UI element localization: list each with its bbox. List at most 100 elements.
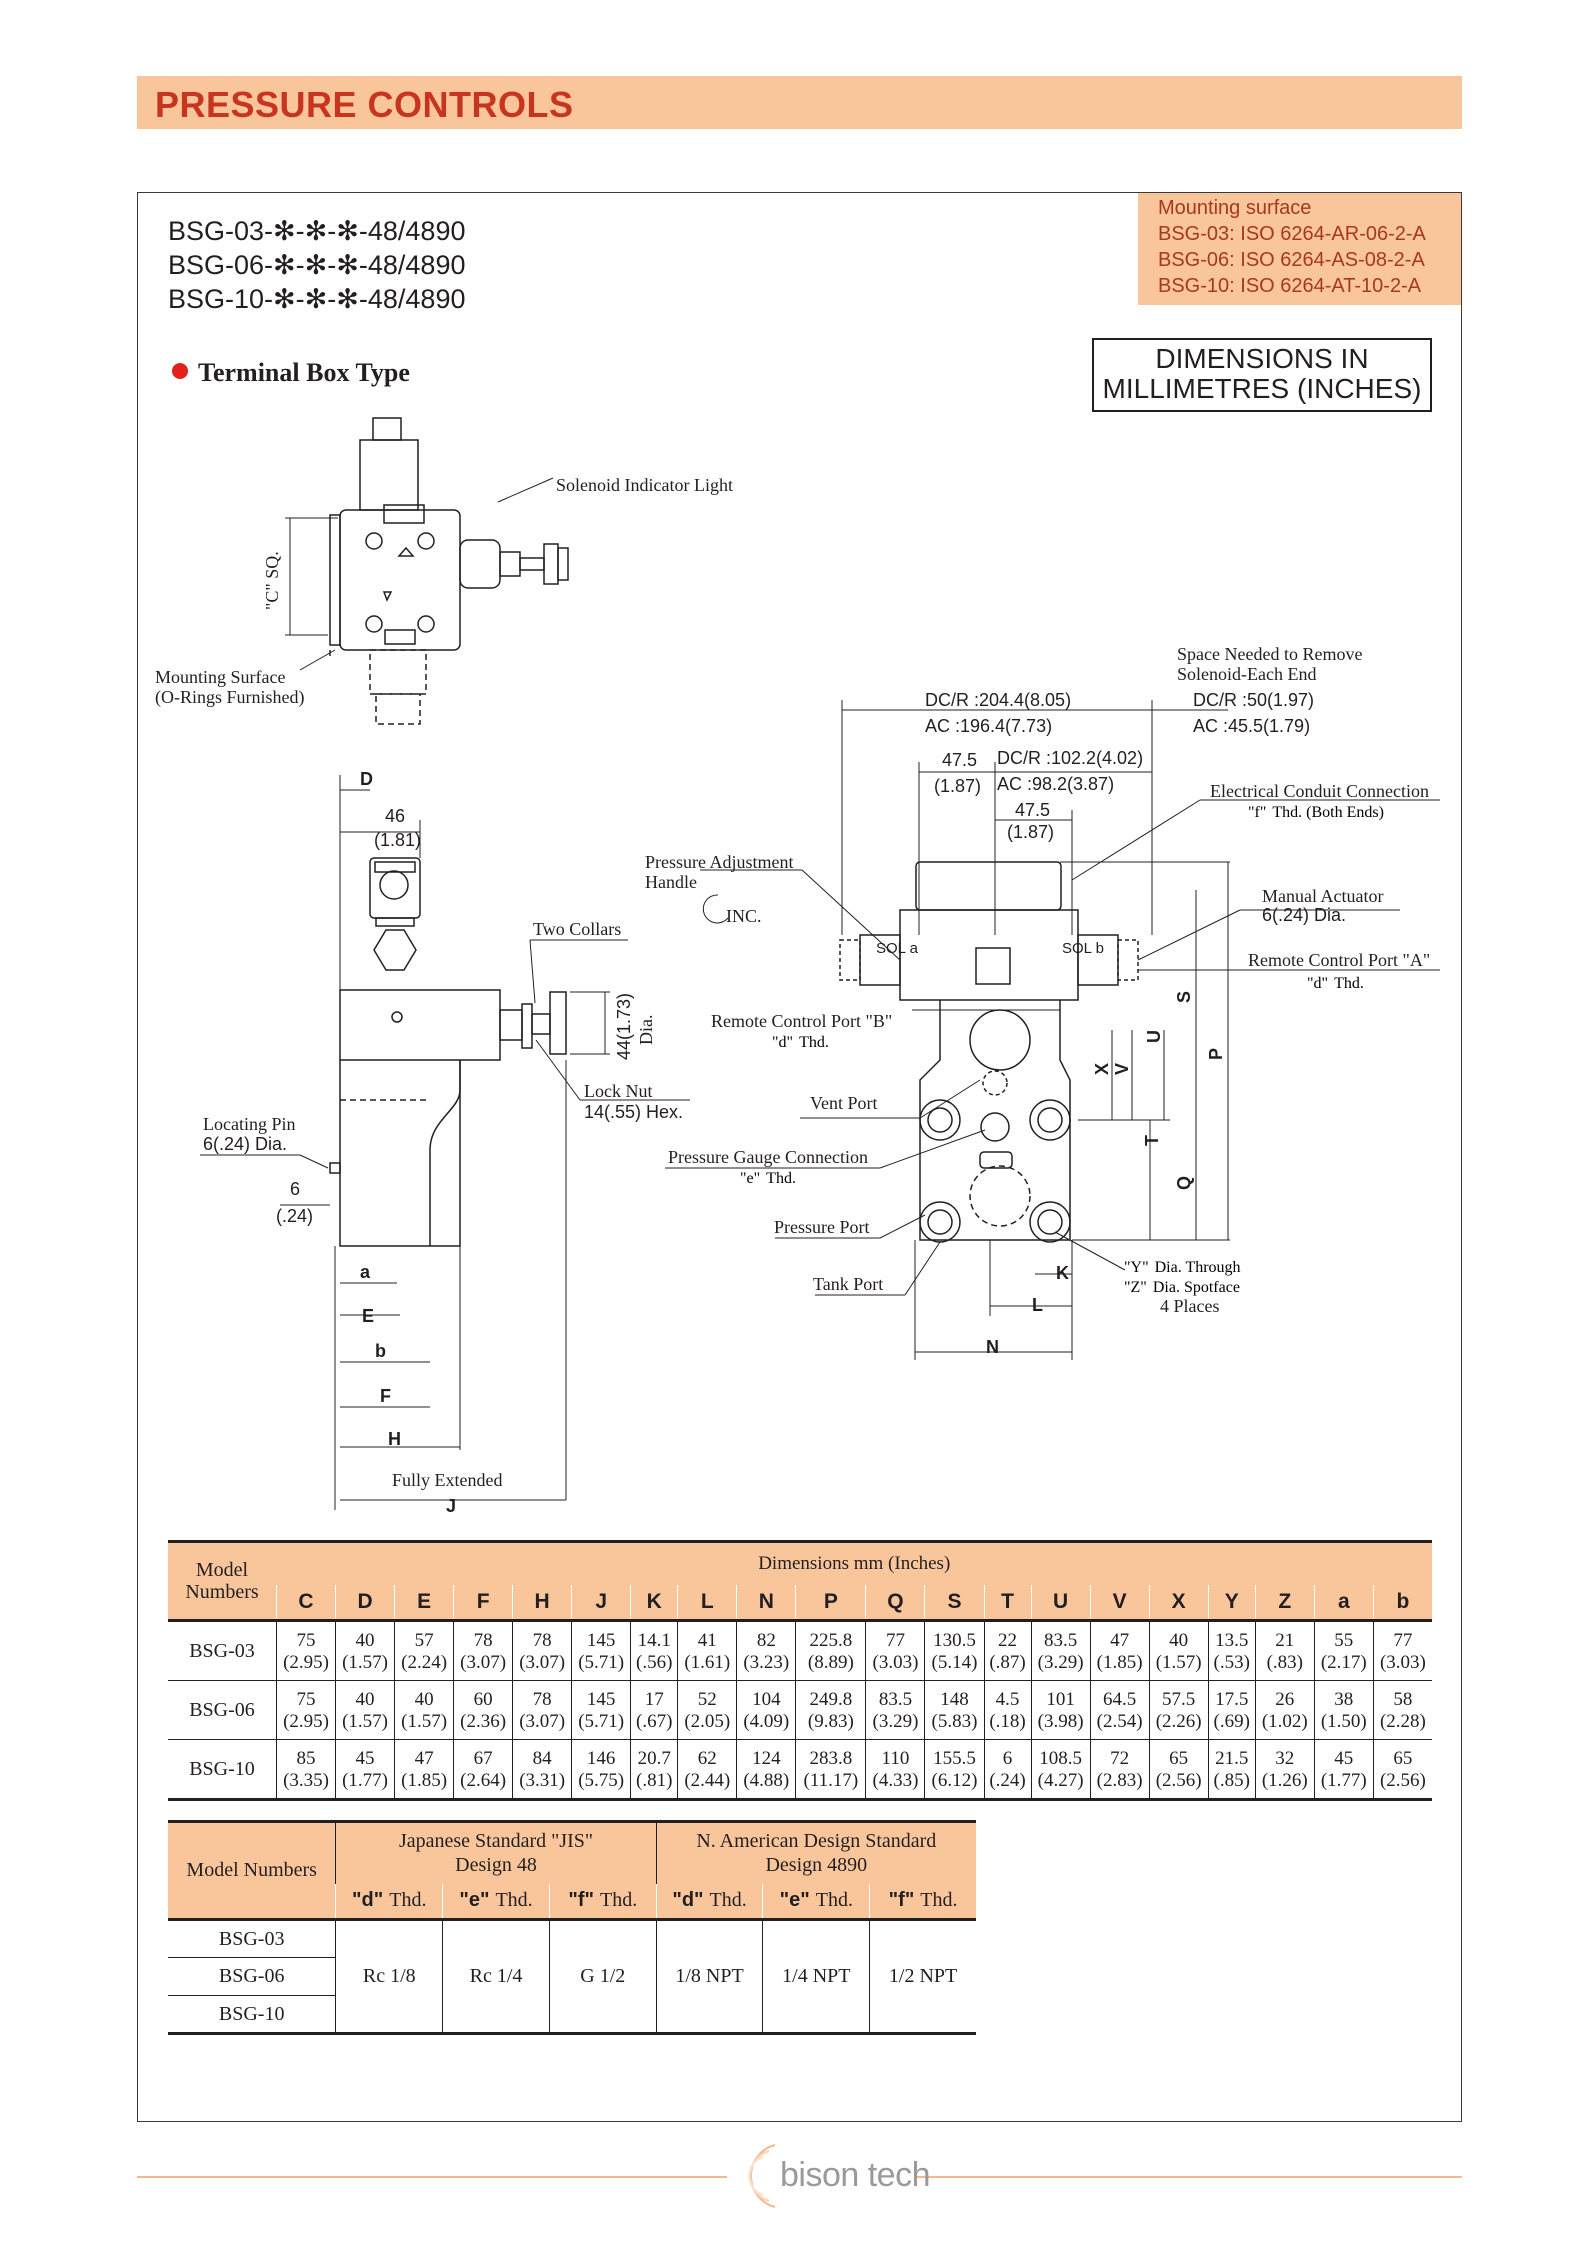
- dim-value-in: (9.83): [807, 1711, 854, 1732]
- label-o-rings: (O-Rings Furnished): [155, 687, 305, 708]
- dim-cell: 83.5(3.29): [865, 1680, 925, 1740]
- dim-value-in: (.81): [636, 1770, 673, 1791]
- dim-P: P: [1206, 1048, 1226, 1060]
- dim-cell: 21(.83): [1254, 1619, 1315, 1681]
- dim-cell: 78(3.07): [512, 1619, 572, 1681]
- thread-subheader: "e"Thd.: [762, 1883, 870, 1921]
- column-header-Q: Q: [865, 1585, 925, 1621]
- dim-cell: 47(1.85): [1089, 1619, 1150, 1681]
- dim-cell: 41(1.61): [677, 1619, 737, 1681]
- quote-d: "d": [1307, 975, 1328, 992]
- dim-L: L: [1032, 1295, 1043, 1315]
- dim-value-mm: 148: [940, 1689, 969, 1710]
- dim-value-in: (1.02): [1261, 1711, 1308, 1732]
- dim-value-in: (.87): [989, 1652, 1026, 1673]
- dim-value-in: (.83): [1266, 1652, 1303, 1673]
- mounting-surface-line: BSG-06: ISO 6264-AS-08-2-A: [1158, 249, 1425, 271]
- dim-cell: 78(3.07): [512, 1680, 572, 1740]
- thread-value: 1/4 NPT: [762, 1919, 870, 2035]
- dim-value-in: (3.07): [460, 1652, 507, 1673]
- dim-cell: 17.5(.69): [1207, 1680, 1256, 1740]
- dim-value-in: (1.85): [1096, 1652, 1143, 1673]
- label-lock-nut: Lock Nut: [584, 1081, 652, 1101]
- dim-475a-in: (1.87): [934, 776, 981, 796]
- column-header-D: D: [335, 1585, 395, 1621]
- mounting-surface-box: Mounting surface BSG-03: ISO 6264-AR-06-…: [1138, 193, 1461, 305]
- label-inc: INC.: [726, 906, 762, 926]
- column-header-b: b: [1372, 1585, 1432, 1621]
- label-dia: Dia.: [636, 1015, 656, 1046]
- dim-value-in: (1.57): [342, 1711, 388, 1732]
- terminal-box-label: Terminal Box Type: [172, 358, 410, 388]
- dim-value-in: (1.85): [401, 1770, 448, 1791]
- dim-cell: 64.5(2.54): [1089, 1680, 1150, 1740]
- dim-value-mm: 145: [586, 1689, 616, 1710]
- dim-J: J: [446, 1496, 456, 1516]
- top-view: [285, 417, 569, 725]
- dim-value-in: (1.61): [684, 1652, 731, 1673]
- thread-row-model: BSG-03: [168, 1919, 336, 1958]
- dim-cell: 77(3.03): [1372, 1619, 1432, 1681]
- dim-cell: 4.5(.18): [983, 1680, 1032, 1740]
- quote-e: "e": [740, 1170, 760, 1187]
- dim-cell: 65(2.56): [1148, 1739, 1209, 1801]
- dim-value-mm: 47: [1110, 1630, 1130, 1651]
- dim-cell: 21.5(.85): [1207, 1739, 1256, 1801]
- dim-value-mm: 40: [355, 1689, 375, 1710]
- dim-cell: 108.5(4.27): [1030, 1739, 1091, 1801]
- column-header-X: X: [1148, 1585, 1209, 1621]
- model-heading-03: BSG-03-✻-✻-✻-48/4890: [168, 216, 466, 246]
- dim-6-in: (.24): [276, 1206, 313, 1226]
- dim-value-mm: 40: [1169, 1630, 1189, 1651]
- label-pressure-adj: Pressure Adjustment: [645, 852, 794, 872]
- dim-value-mm: 145: [586, 1630, 616, 1651]
- dim-value-mm: 72: [1110, 1748, 1130, 1769]
- column-header-T: T: [983, 1585, 1032, 1621]
- thread-row-model: BSG-06: [168, 1957, 336, 1996]
- dim-cell: 57.5(2.26): [1148, 1680, 1209, 1740]
- column-header-C: C: [275, 1585, 336, 1621]
- dim-value-mm: 17.5: [1215, 1689, 1249, 1710]
- dim-value-mm: 75: [296, 1630, 316, 1651]
- dim-cell: 52(2.05): [677, 1680, 737, 1740]
- dim-value-mm: 104: [752, 1689, 781, 1710]
- dim-cell: 249.8(9.83): [795, 1680, 866, 1740]
- dim-value-mm: 32: [1275, 1748, 1295, 1769]
- dim-cell: 45(1.77): [1313, 1739, 1374, 1801]
- thread-thd: Thd.: [815, 1889, 853, 1912]
- thd-both-text: Thd. (Both Ends): [1272, 804, 1384, 821]
- dim-value-in: (4.27): [1037, 1770, 1084, 1791]
- dim-44: 44(1.73): [614, 993, 634, 1060]
- dim-value-mm: 124: [752, 1748, 781, 1769]
- quote-f: "f": [1248, 804, 1266, 821]
- dim-Q: Q: [1174, 1176, 1194, 1190]
- dim-E: E: [362, 1306, 374, 1326]
- dim-value-in: (3.31): [519, 1770, 566, 1791]
- thread-quote: "e": [779, 1889, 810, 1912]
- column-header-V: V: [1089, 1585, 1150, 1621]
- label-remote-a-thd: "d"Thd.: [1307, 975, 1364, 992]
- dim-value-mm: 40: [414, 1689, 434, 1710]
- dim-value-mm: 14.1: [637, 1630, 671, 1651]
- dim-value-mm: 101: [1046, 1689, 1075, 1710]
- dim-cell: 47(1.85): [394, 1739, 454, 1801]
- terminal-box-text: Terminal Box Type: [198, 358, 410, 387]
- dimensions-note-line: MILLIMETRES (INCHES): [1102, 373, 1422, 404]
- jis-header: Japanese Standard "JIS" Design 48: [335, 1820, 657, 1884]
- dim-value-in: (2.17): [1320, 1652, 1367, 1673]
- column-header-K: K: [630, 1585, 678, 1621]
- dim-value-mm: 78: [532, 1689, 552, 1710]
- dim-value-mm: 40: [355, 1630, 375, 1651]
- dim-cell: 6(.24): [983, 1739, 1032, 1801]
- dim-dcr-end: DC/R :50(1.97): [1193, 690, 1314, 710]
- dim-value-mm: 155.5: [933, 1748, 976, 1769]
- thread-quote: "d": [352, 1889, 384, 1912]
- dim-value-in: (1.77): [342, 1770, 388, 1791]
- dim-value-mm: 57: [414, 1630, 434, 1651]
- dim-value-in: (2.36): [460, 1711, 507, 1732]
- dim-value-in: (1.50): [1320, 1711, 1367, 1732]
- dim-value-in: (8.89): [807, 1652, 854, 1673]
